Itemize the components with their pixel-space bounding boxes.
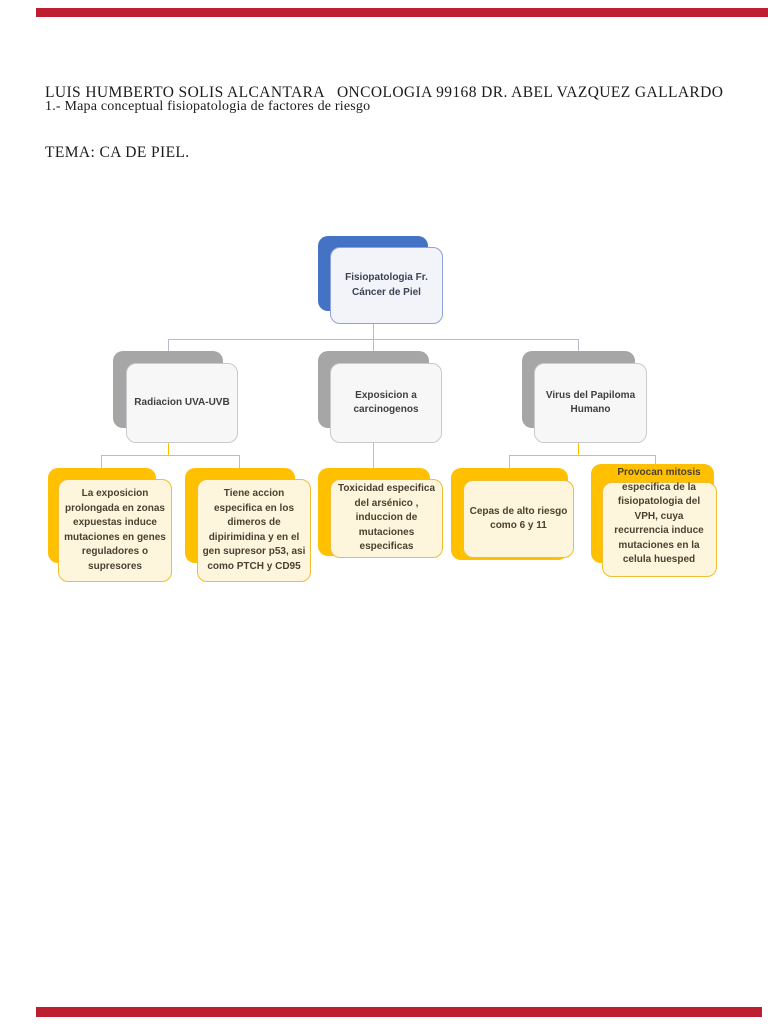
leaf-cepas-label: Cepas de alto riesgo como 6 y 11 bbox=[469, 505, 568, 532]
node-radiacion: Radiacion UVA-UVB bbox=[126, 363, 238, 443]
header-line-2: TEMA: CA DE PIEL. bbox=[45, 144, 190, 161]
connector-level1-right-drop bbox=[578, 339, 579, 352]
node-carcinogenos: Exposicion a carcinogenos bbox=[330, 363, 442, 443]
connector-hpv-stem bbox=[578, 443, 579, 455]
node-radiacion-label: Radiacion UVA-UVB bbox=[134, 396, 230, 408]
connector-hpv-drop-1 bbox=[509, 455, 510, 468]
connector-level1-middle-drop bbox=[373, 339, 374, 352]
bottom-accent-bar bbox=[36, 1007, 762, 1017]
connector-level1-left-drop bbox=[168, 339, 169, 352]
document-header: LUIS HUMBERTO SOLIS ALCANTARA ONCOLOGIA … bbox=[45, 43, 725, 203]
root-node: Fisiopatologia Fr. Cáncer de Piel bbox=[330, 247, 443, 324]
leaf-arsenico-label: Toxicidad especifica del arsénico , indu… bbox=[337, 483, 436, 553]
connector-carcinogen-stem bbox=[373, 443, 374, 468]
leaf-exposicion: La exposicion prolongada en zonas expues… bbox=[58, 479, 172, 582]
top-accent-bar bbox=[36, 8, 768, 17]
root-node-label: Fisiopatologia Fr. Cáncer de Piel bbox=[345, 272, 428, 298]
connector-uv-drop-2 bbox=[239, 455, 240, 468]
leaf-mitosis-label: Provocan mitosis especifica de la fisiop… bbox=[614, 467, 704, 565]
connector-uv-drop-1 bbox=[101, 455, 102, 468]
leaf-arsenico: Toxicidad especifica del arsénico , indu… bbox=[330, 479, 443, 558]
node-vph: Virus del Papiloma Humano bbox=[534, 363, 647, 443]
connector-uv-horizontal bbox=[101, 455, 239, 456]
node-vph-label: Virus del Papiloma Humano bbox=[545, 389, 636, 416]
leaf-dimeros-label: Tiene accion especifica en los dimeros d… bbox=[202, 488, 306, 572]
header-line-1: LUIS HUMBERTO SOLIS ALCANTARA ONCOLOGIA … bbox=[45, 84, 724, 101]
leaf-mitosis bbox=[602, 482, 717, 577]
section-title: 1.- Mapa conceptual fisiopatologia de fa… bbox=[45, 99, 371, 114]
connector-root-stem bbox=[373, 324, 374, 339]
leaf-dimeros: Tiene accion especifica en los dimeros d… bbox=[197, 479, 311, 582]
connector-uv-stem bbox=[168, 443, 169, 455]
node-carcinogenos-label: Exposicion a carcinogenos bbox=[353, 389, 419, 416]
leaf-cepas: Cepas de alto riesgo como 6 y 11 bbox=[463, 480, 574, 558]
connector-hpv-drop-2 bbox=[655, 455, 656, 468]
connector-hpv-horizontal bbox=[509, 455, 655, 456]
leaf-exposicion-label: La exposicion prolongada en zonas expues… bbox=[64, 488, 166, 572]
